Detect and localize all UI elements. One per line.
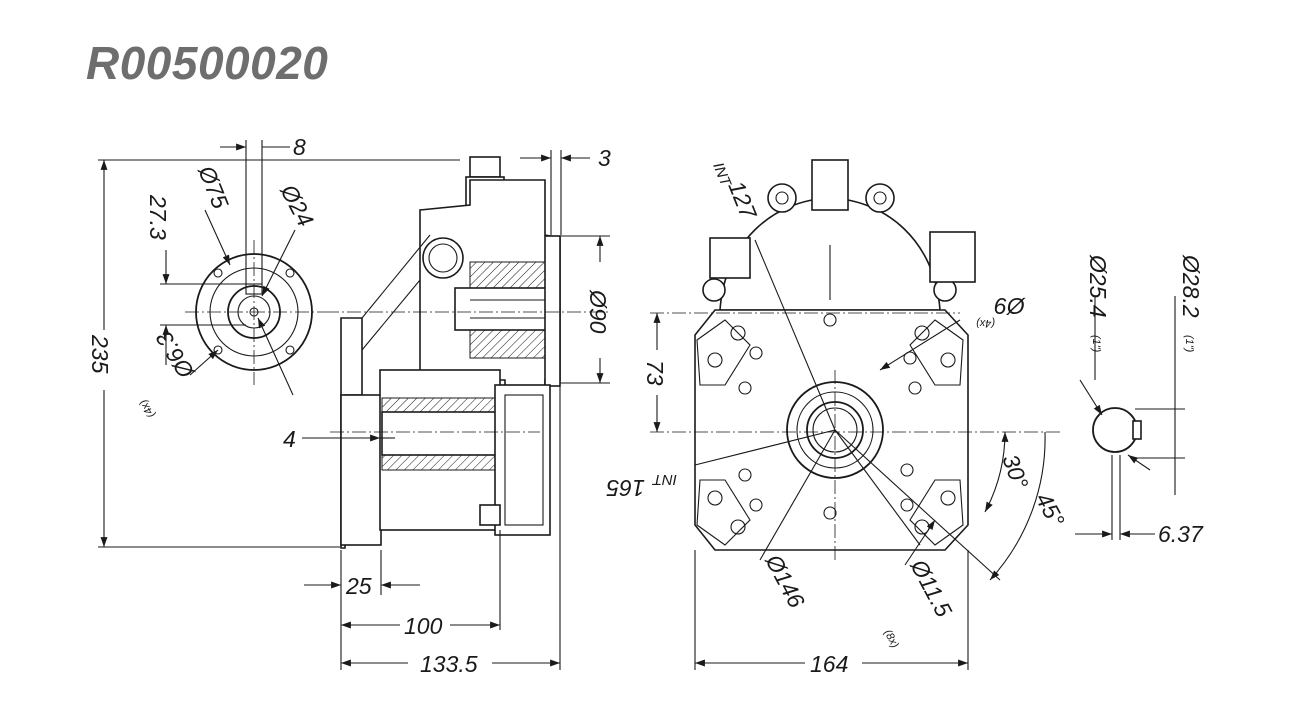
dim-int127-label: 127 xyxy=(723,177,762,223)
dim-d75-label: Ø75 xyxy=(193,161,234,212)
dim-d28-2-inch: (1") xyxy=(1183,335,1195,353)
dim-d11-5-label: Ø11.5 xyxy=(905,554,957,621)
dim-73-label: 73 xyxy=(642,360,668,386)
side-section-view xyxy=(302,150,610,670)
dim-d24-label: Ø24 xyxy=(275,179,319,230)
dim-27-3-label: 27.3 xyxy=(145,194,171,240)
dim-6-37-label: 6.37 xyxy=(1158,521,1204,547)
dim-d90-label: Ø90 xyxy=(585,289,611,334)
dim-d9-label: Ø9 xyxy=(994,293,1026,319)
dim-4-label: 4 xyxy=(283,426,296,452)
part-number-title: R00500020 xyxy=(86,37,329,89)
dim-235-label: 235 xyxy=(87,334,113,374)
dim-d25-4-inch: (1") xyxy=(1090,335,1102,353)
dim-100-label: 100 xyxy=(404,613,443,639)
dim-d146-label: Ø146 xyxy=(760,549,810,612)
dim-45deg-label: 45° xyxy=(1031,488,1070,531)
dim-d25-4-label: Ø25.4 xyxy=(1085,254,1111,318)
dim-3-label: 3 xyxy=(598,145,611,171)
dim-d6-3-qty: (4x) xyxy=(137,397,157,420)
shaft-section-view xyxy=(1075,296,1185,540)
dim-30deg-label: 30° xyxy=(997,451,1033,493)
dim-8-label: 8 xyxy=(293,134,306,160)
front-view xyxy=(650,159,1060,670)
int165-prefix: INT xyxy=(651,471,677,488)
dim-d6-3-label: Ø6.3 xyxy=(151,327,200,384)
dim-int165-label: 165 xyxy=(606,475,645,501)
dim-133-5-label: 133.5 xyxy=(420,651,478,677)
shaft-end-view xyxy=(160,140,325,396)
dim-25-label: 25 xyxy=(345,573,372,599)
dim-d9-qty: (4x) xyxy=(976,317,995,329)
dim-164-label: 164 xyxy=(810,651,848,677)
dim-d11-5-qty: (8x) xyxy=(881,628,901,651)
dim-235 xyxy=(98,159,460,548)
dim-d28-2-label: Ø28.2 xyxy=(1178,254,1204,318)
